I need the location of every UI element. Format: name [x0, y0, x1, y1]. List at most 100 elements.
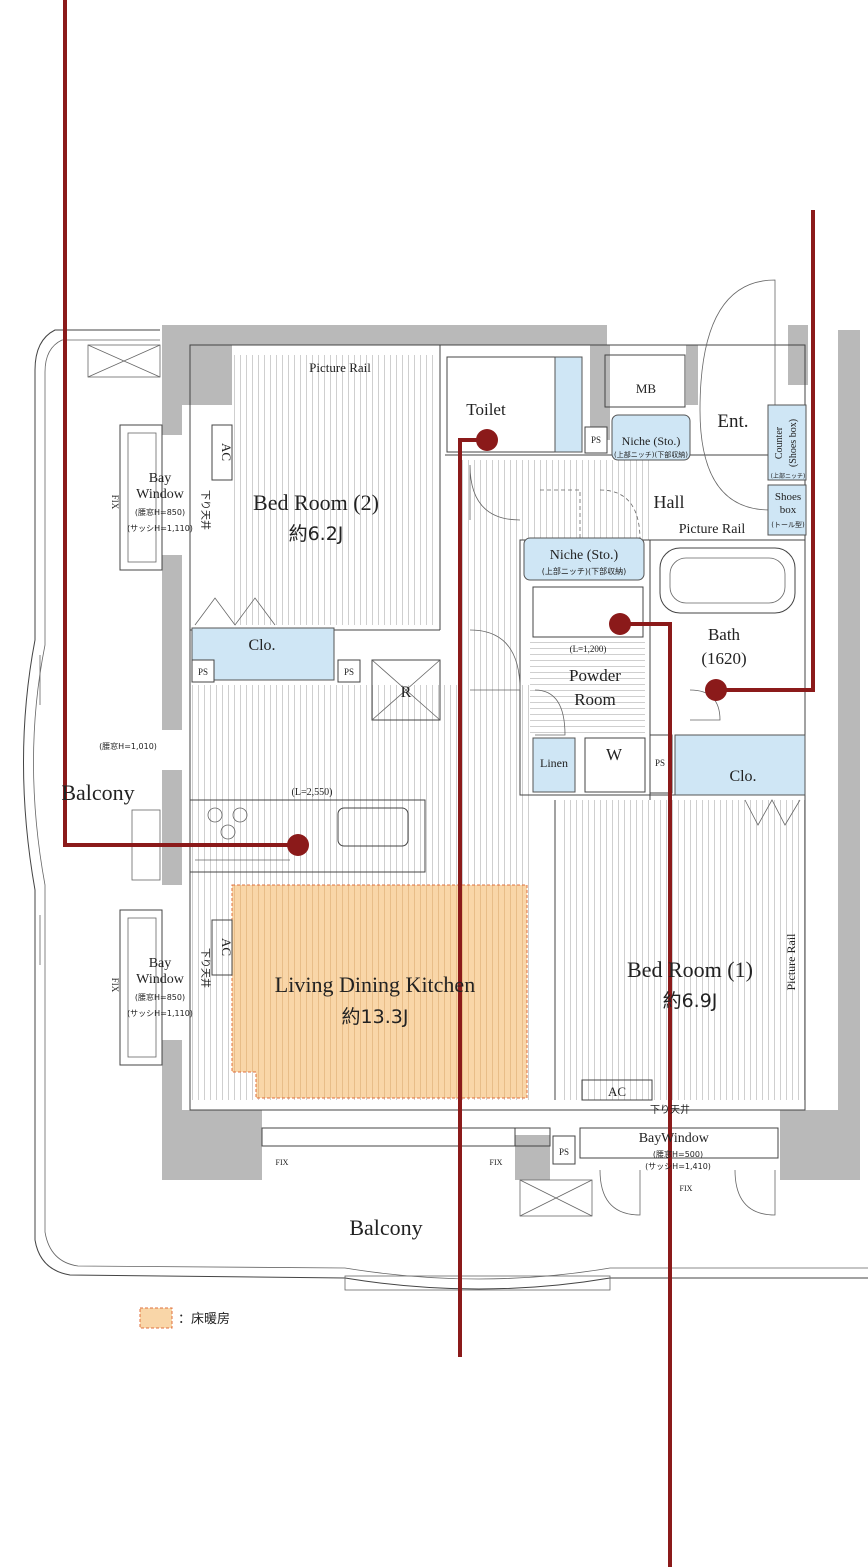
closet-bedroom-2-label: Clo.: [248, 637, 275, 654]
bay-lower-line-2: Window: [136, 972, 185, 987]
exterior-unit-box-3: [519, 1179, 593, 1217]
hall-floor: [460, 460, 650, 540]
refrigerator-box: [371, 659, 441, 721]
balcony-bottom-label: Balcony: [349, 1215, 422, 1240]
floor-heating-zone: [231, 884, 528, 1099]
marker-toilet: [476, 429, 498, 451]
fix-label-5: FIX: [680, 1184, 693, 1193]
kitchen-counter: [189, 799, 426, 873]
shoes-box: [767, 484, 807, 536]
niche-powder-label: Niche (Sto.): [550, 548, 619, 563]
niche-powder-sub: (上部ニッチ)(下部収納): [542, 566, 626, 576]
stove-burners: [207, 807, 248, 840]
shoes-counter: [767, 404, 807, 481]
fix-label-4: FIX: [490, 1158, 503, 1167]
fix-label-2: FIX: [110, 978, 120, 993]
bedroom-2-size: 約6.2J: [289, 523, 344, 545]
ldk-size: 約13.3J: [342, 1006, 409, 1028]
bay-upper-sash: (サッシH=1,110): [127, 524, 193, 533]
refrigerator-label: R: [401, 684, 412, 701]
ac-unit-bedroom-1: [581, 1079, 653, 1101]
bath-name: Bath: [708, 625, 741, 644]
marker-kitchen: [287, 834, 309, 856]
hall-name: Hall: [654, 492, 685, 512]
closet-bedroom-1: [674, 734, 806, 796]
bay-bottom-sill: (腰窓H=500): [653, 1149, 703, 1159]
ac-label-bedroom-2: AC: [219, 443, 234, 461]
powder-room-line-1: Powder: [569, 666, 621, 685]
niche-hall-sub: (上部ニッチ)(下部収納): [614, 450, 688, 459]
bay-lower-sill: (腰窓H=850): [135, 992, 185, 1002]
tall-type-label: (トール型): [771, 520, 805, 529]
marker-powder-room: [609, 613, 631, 635]
sill-1010-label: (腰窓H=1,010): [99, 741, 157, 751]
bay-lower-line-1: Bay: [149, 956, 172, 971]
bay-upper-sill: (腰窓H=850): [135, 507, 185, 517]
bay-window-upper: [119, 424, 163, 571]
ldk-name: Living Dining Kitchen: [275, 972, 475, 997]
balcony-outline: [23, 329, 868, 1291]
bathtub: [659, 547, 796, 614]
shoes-label: Shoes: [775, 491, 801, 503]
counter-upper-niche-label: (上部ニッチ): [771, 472, 806, 480]
legend-swatch: [139, 1307, 173, 1329]
counter-label: Counter: [774, 426, 785, 459]
niche-storage-powder: [523, 537, 645, 581]
bedroom-1-size: 約6.9J: [663, 990, 718, 1012]
niche-storage-hall: [611, 414, 691, 461]
bay-lower-sash: (サッシH=1,110): [127, 1009, 193, 1018]
bedroom-2-name: Bed Room (2): [253, 490, 379, 515]
doors: [194, 279, 801, 1216]
bedroom-1-floor: [560, 800, 805, 1100]
legend: ：床暖房: [139, 1307, 230, 1329]
bay-bottom-sash: (サッシH=1,410): [645, 1162, 711, 1171]
leader-lines: [63, 0, 815, 1567]
ac-unit-ldk: [211, 919, 233, 976]
ps-label-4: PS: [655, 758, 665, 768]
ps-box-3: [584, 426, 608, 454]
linen-closet: [532, 737, 576, 793]
exterior-unit-box: [87, 344, 161, 378]
ps-box-1: [191, 659, 215, 683]
ac-unit-bedroom-2: [211, 424, 233, 481]
powder-room-line-2: Room: [574, 690, 616, 709]
ps-label-5: PS: [559, 1147, 569, 1157]
balcony-left-label: Balcony: [61, 780, 134, 805]
bay-bottom-line: Window: [661, 1131, 710, 1146]
toilet-name: Toilet: [466, 400, 506, 419]
bay-window-lower: [119, 909, 163, 1066]
picture-rail-top-label: Picture Rail: [309, 360, 371, 375]
kitchen-sink: [337, 807, 409, 847]
bay-upper-line-1: Bay: [149, 471, 172, 486]
linen-label: Linen: [540, 756, 568, 770]
counter-shoes-label: (Shoes box): [788, 419, 799, 467]
kitchen-length-label: (L=2,550): [292, 787, 333, 798]
ps-label-3: PS: [591, 435, 601, 445]
lowered-ceiling-label-1: 下り天井: [199, 490, 212, 530]
lowered-ceiling-label-2: 下り天井: [199, 948, 212, 988]
niche-hall-label: Niche (Sto.): [622, 434, 681, 448]
ps-label-2: PS: [344, 667, 354, 677]
picture-rail-hall-label: Picture Rail: [679, 522, 746, 537]
box-label: box: [780, 504, 797, 516]
washer-space: [584, 737, 646, 793]
bath-size: (1620): [701, 649, 746, 668]
lowered-ceiling-label-3: 下り天井: [650, 1103, 690, 1116]
closet-bedroom-2: [191, 627, 335, 681]
bedroom-2-floor: [232, 355, 437, 625]
ac-label-ldk: AC: [219, 938, 234, 956]
washer-label: W: [606, 745, 623, 764]
bay-upper-line-2: Window: [136, 487, 185, 502]
ps-label-1: PS: [198, 667, 208, 677]
exterior-walls: [162, 325, 860, 1180]
fix-label-1: FIX: [110, 495, 120, 510]
closet-bedroom-1-label: Clo.: [729, 768, 756, 785]
picture-rail-bed1-label: Picture Rail: [784, 933, 798, 991]
mb-box: [604, 354, 686, 408]
fix-label-3: FIX: [276, 1158, 289, 1167]
mb-label: MB: [636, 381, 657, 396]
entrance-name: Ent.: [717, 411, 748, 432]
vanity-length-label: (L=1,200): [570, 644, 607, 654]
toilet-storage: [554, 356, 583, 453]
